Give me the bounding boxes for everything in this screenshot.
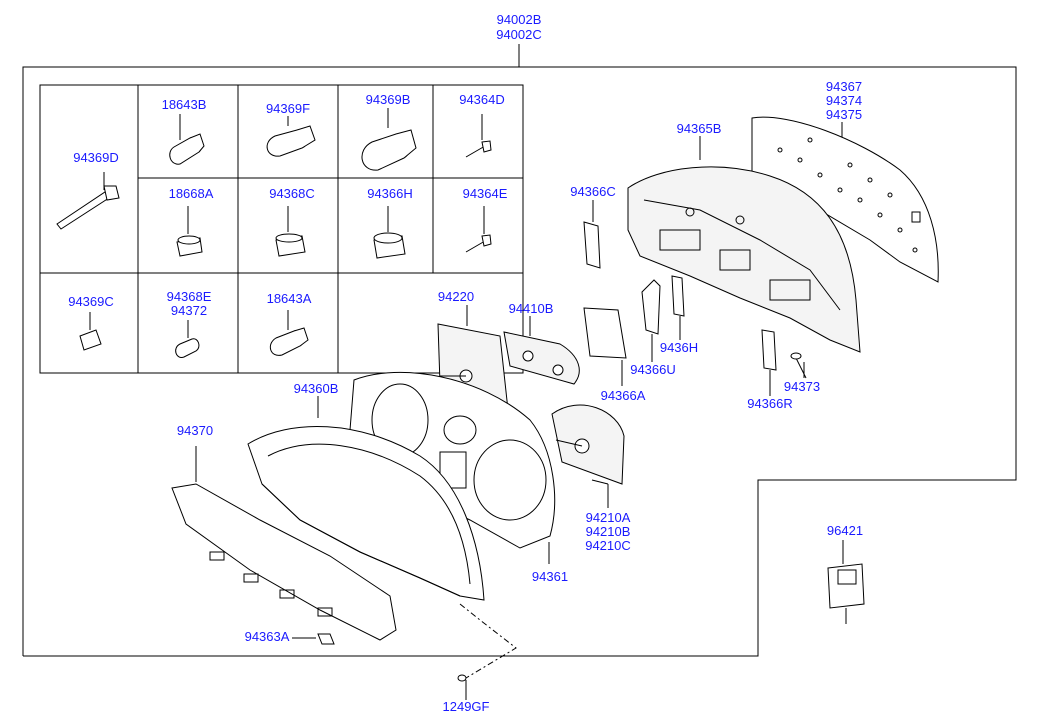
screw-1249GF-part — [457, 603, 517, 700]
part-label: 94370 — [176, 423, 214, 438]
screw-94364D-part — [465, 114, 492, 158]
part-label: 94369B — [365, 92, 411, 107]
gauge-94410B-part — [503, 316, 580, 385]
screw-94364E-part — [465, 206, 492, 253]
socket-18668A-part — [176, 206, 203, 257]
bulb-94369F-part — [266, 116, 316, 157]
assembly-number-label: 94002C — [496, 27, 542, 42]
clip-94366U-part — [641, 279, 661, 362]
part-label: 94366A — [600, 388, 646, 403]
clip-94366R-part — [761, 329, 777, 396]
case-part — [627, 136, 861, 353]
part-label: 94366U — [630, 362, 676, 377]
bulb-94369C-part — [79, 312, 102, 351]
part-label: 94368C — [269, 186, 315, 201]
part-label: 94366H — [367, 186, 413, 201]
part-label: 94361 — [531, 569, 569, 584]
part-label: 18668A — [168, 186, 214, 201]
plate-94366A-part — [583, 307, 627, 386]
part-label: 94374 — [825, 93, 863, 108]
part-label: 94410B — [508, 301, 554, 316]
part-label: 96421 — [826, 523, 864, 538]
part-label: 94364D — [459, 92, 505, 107]
assembly-frame — [22, 44, 1017, 657]
part-label: 94360B — [293, 381, 339, 396]
bulb-94369B-part — [361, 108, 417, 171]
part-label: 94368E — [166, 289, 212, 304]
part-label: 94375 — [825, 107, 863, 122]
part-label: 94365B — [676, 121, 722, 136]
part-label: 94366R — [747, 396, 793, 411]
part-label: 94364E — [462, 186, 508, 201]
socket-94368C-part — [275, 206, 306, 257]
pad-94363A-part — [292, 633, 335, 645]
part-label: 94210A — [585, 510, 631, 525]
part-label: 94373 — [783, 379, 821, 394]
part-label: 94369C — [68, 294, 114, 309]
part-label: 94210C — [585, 538, 631, 553]
screw-94373-part — [790, 352, 807, 379]
bezel-94360B-part — [247, 396, 485, 601]
bulb-18643A-part — [269, 310, 309, 356]
part-label: 18643B — [161, 97, 207, 112]
assembly-number-label: 94002B — [496, 12, 542, 27]
bulb-94368E-part — [175, 320, 200, 358]
circuit-plate-part — [751, 116, 939, 283]
clip-94366C-part — [583, 200, 601, 269]
part-label: 9436H — [659, 340, 699, 355]
part-label: 94372 — [170, 303, 208, 318]
bulb-grid-box — [39, 84, 524, 374]
part-label: 1249GF — [442, 699, 490, 714]
pin-94369D-part — [56, 172, 120, 230]
lens-94370-part — [171, 446, 397, 641]
speedometer-part — [551, 404, 625, 508]
part-label: 94210B — [585, 524, 631, 539]
part-label: 94363A — [244, 629, 290, 644]
socket-94366H-part — [373, 206, 406, 259]
speed-sensor-part — [827, 540, 865, 624]
part-label: 94369F — [265, 101, 311, 116]
part-label: 18643A — [266, 291, 312, 306]
part-label: 94369D — [73, 150, 119, 165]
clip-9436H-part — [671, 275, 685, 340]
part-label: 94220 — [437, 289, 475, 304]
part-label: 94366C — [570, 184, 616, 199]
part-label: 94367 — [825, 79, 863, 94]
bulb-18643B-part — [169, 114, 205, 165]
